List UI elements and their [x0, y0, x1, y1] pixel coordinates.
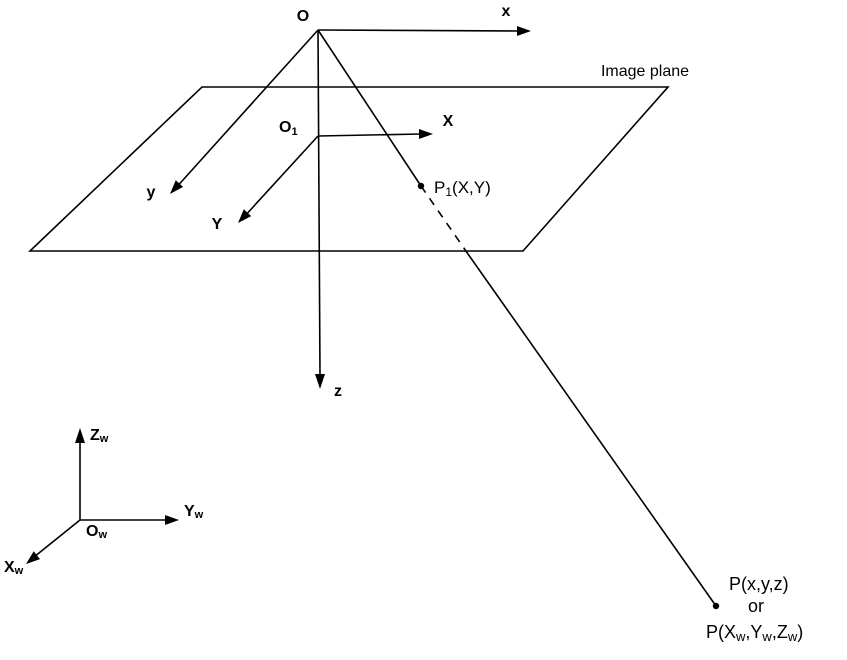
world-z-label: Zw	[90, 427, 109, 445]
point-p1-label: P1(X,Y)	[434, 178, 491, 199]
camera-x-label: x	[502, 3, 511, 20]
point-p1-label-coords: (X,Y)	[452, 178, 491, 197]
world-y-subscript: w	[194, 509, 204, 521]
point-p-label-line1: P(x,y,z)	[729, 574, 789, 594]
image-y-label: Y	[212, 216, 223, 233]
p-world-sub-b: w	[761, 629, 772, 644]
world-y-axis-arrowhead-icon	[165, 515, 179, 525]
image-plane-origin-subscript: 1	[291, 126, 297, 138]
image-x-axis-arrowhead-icon	[419, 129, 433, 139]
world-x-main: X	[4, 559, 15, 576]
p-world-part-a: P(X	[706, 622, 736, 642]
image-x-axis-line	[317, 133, 422, 137]
world-z-main: Z	[90, 427, 100, 444]
point-p-label-line3: P(Xw,Yw,Zw)	[706, 622, 803, 644]
p-world-part-c: ,Z	[772, 622, 788, 642]
point-p-label-line2: or	[748, 596, 764, 616]
p-world-sub-c: w	[787, 629, 798, 644]
image-plane-title: Image plane	[601, 63, 689, 80]
image-plane-origin-label: O1	[279, 119, 298, 138]
camera-y-axis-line	[173, 29, 319, 191]
point-p1-label-main: P	[434, 178, 445, 197]
world-x-axis-line	[33, 519, 81, 558]
camera-y-axis-arrowhead-icon	[170, 180, 184, 194]
camera-x-axis-line	[317, 29, 519, 32]
camera-z-axis-arrowhead-icon	[315, 374, 325, 389]
world-y-main: Y	[184, 503, 195, 520]
image-y-axis-arrowhead-icon	[238, 209, 252, 223]
world-x-label: Xw	[4, 559, 24, 577]
camera-y-label: y	[147, 184, 156, 201]
projection-ray-lower-line	[467, 253, 717, 607]
projection-ray-upper-line	[317, 29, 422, 187]
camera-origin-label: O	[297, 8, 309, 25]
world-z-subscript: w	[99, 433, 109, 445]
point-p-dot	[712, 602, 720, 610]
camera-x-axis-arrowhead-icon	[517, 26, 531, 36]
image-plane-outline	[28, 86, 670, 252]
world-y-label: Yw	[184, 503, 204, 521]
world-origin-label: Ow	[86, 523, 107, 541]
camera-z-axis-line	[317, 29, 321, 377]
world-origin-main: O	[86, 523, 98, 540]
image-x-label: X	[443, 113, 454, 130]
point-p1-label-subscript: 1	[445, 185, 452, 199]
world-origin-subscript: w	[97, 529, 107, 541]
camera-z-label: z	[334, 383, 342, 400]
p-world-sub-a: w	[735, 629, 746, 644]
image-plane-origin-main: O	[279, 119, 291, 136]
p-world-part-d: )	[797, 622, 803, 642]
p-world-part-b: ,Y	[745, 622, 762, 642]
world-x-subscript: w	[14, 565, 24, 577]
world-z-axis-arrowhead-icon	[75, 428, 85, 443]
image-y-axis-line	[242, 135, 319, 219]
point-p1-dot	[417, 182, 425, 190]
world-x-axis-arrowhead-icon	[26, 551, 40, 564]
